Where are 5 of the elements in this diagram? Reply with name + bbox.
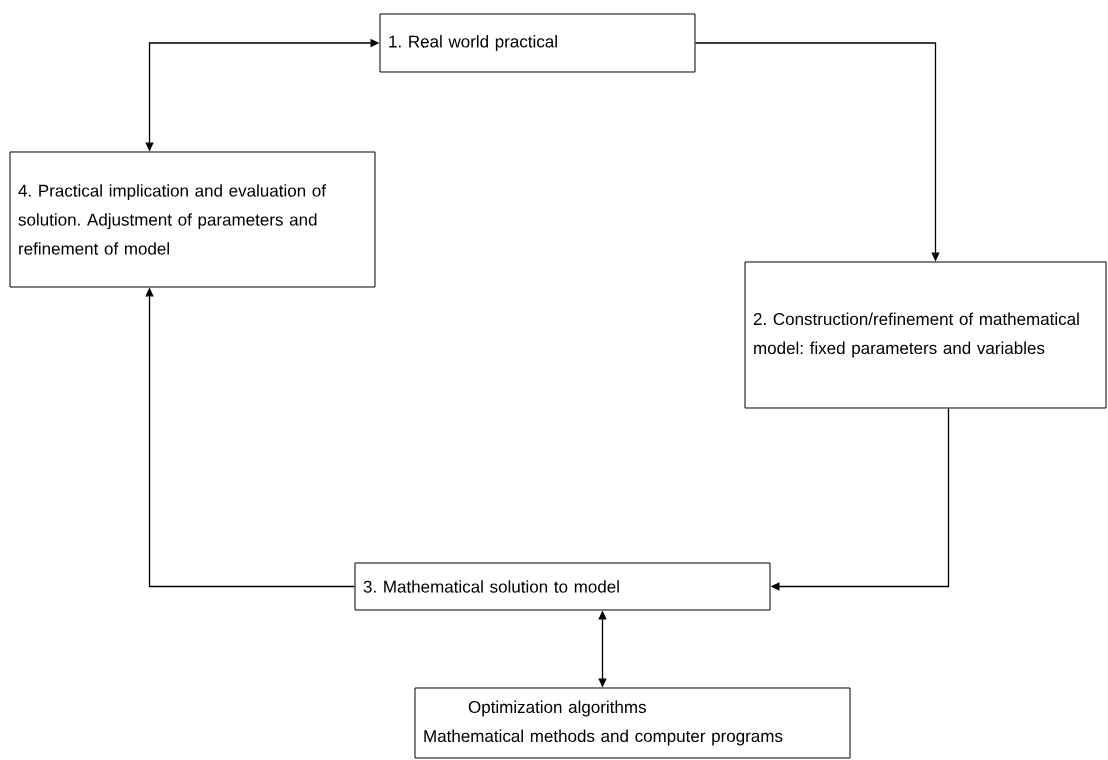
- process-box: 2. Construction/refinement of mathematical model: fixed parameters and variables: [744, 261, 1107, 409]
- process-box: 4. Practical implication and evaluation of solution. Adjustment of parameters and refinement of model: [9, 151, 376, 288]
- process-box: Optimization algorithms Mathematical methods and computer programs: [414, 687, 851, 759]
- process-box: 3. Mathematical solution to model: [354, 562, 771, 611]
- process-box: 1. Real world practical: [379, 13, 696, 73]
